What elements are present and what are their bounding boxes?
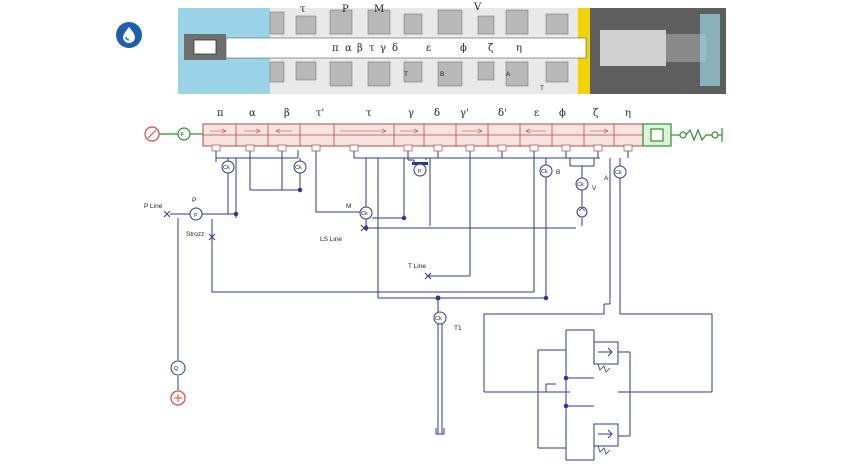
valve-top-label-2: M	[374, 4, 384, 15]
check-valve-1[interactable]: Ck	[221, 160, 235, 174]
chamber-label-2: β	[284, 108, 290, 119]
t1-label: T1	[454, 325, 462, 332]
valve-mid-label-9: η	[516, 43, 522, 54]
svg-text:Ck: Ck	[223, 165, 230, 171]
left-input-components: F	[144, 126, 203, 142]
spool-chamber-chain	[202, 123, 644, 152]
relief-valve-upper[interactable]	[593, 341, 619, 373]
right-housing	[700, 14, 720, 86]
valve-bottom-label-1: B	[440, 71, 444, 78]
check-valve-a[interactable]: Ck	[613, 165, 627, 179]
valve-mid-label-5: δ	[392, 43, 398, 54]
strozz-marker	[208, 233, 216, 241]
valve-top-label-3: V	[473, 2, 482, 13]
check-valve-2[interactable]: Ck	[293, 160, 307, 174]
left-plug	[193, 39, 217, 55]
t-line-marker	[424, 272, 432, 280]
chamber-label-9: ε	[534, 108, 539, 119]
chamber-label-4: τ	[366, 108, 372, 119]
check-valve-t1[interactable]: Ck	[433, 311, 447, 325]
chamber-label-12: η	[625, 108, 631, 119]
valve-mid-label-0: π	[332, 43, 339, 54]
strozz-label: Strozz	[186, 231, 204, 238]
right-spring-assembly	[642, 123, 723, 147]
b-label: B	[556, 169, 560, 176]
chamber-label-6: δ	[434, 108, 440, 119]
check-valve-m[interactable]: Ck	[359, 206, 373, 220]
svg-text:p: p	[194, 212, 197, 218]
svg-text:Ck: Ck	[615, 170, 622, 176]
svg-text:Ck: Ck	[541, 169, 548, 175]
svg-text:F: F	[181, 132, 185, 138]
spool-shaft	[225, 37, 587, 59]
svg-text:Ck: Ck	[577, 182, 584, 188]
svg-text:Q: Q	[174, 366, 179, 372]
svg-text:p: p	[418, 168, 421, 174]
valve-top-label-0: τ	[300, 4, 306, 15]
chamber-label-1: α	[249, 108, 256, 119]
svg-text:Ck: Ck	[435, 316, 442, 322]
valve-mid-label-4: γ	[380, 43, 386, 54]
ls-line-label: LS Line	[320, 236, 342, 243]
svg-text:Ck: Ck	[361, 211, 368, 217]
chamber-dividers	[235, 124, 615, 146]
relief-valve-lower[interactable]	[593, 423, 619, 455]
p-line-marker	[163, 210, 171, 218]
actuator-piston	[600, 30, 666, 66]
valve-mid-label-7: ϕ	[460, 43, 467, 54]
valve-bottom-label-0: T	[404, 71, 408, 78]
schematic-labels: P Line P Strozz M LS Line T Line T1 B V …	[144, 169, 609, 332]
p-line-label: P Line	[144, 203, 163, 210]
pipe-network	[170, 150, 713, 461]
svg-text:Ck: Ck	[295, 165, 302, 171]
chamber-arrows	[210, 128, 609, 134]
spool-lands-upper	[269, 9, 569, 35]
valve-mid-label-6: ε	[426, 43, 431, 54]
pressure-sensors: p p Q	[170, 162, 588, 406]
pump-icon[interactable]	[170, 390, 186, 406]
valve-mid-label-1: α	[345, 43, 352, 54]
valve-top-label-1: P	[342, 4, 349, 15]
check-valve-v[interactable]: Ck	[575, 177, 589, 191]
valve-mid-label-3: τ	[369, 43, 375, 54]
actuator-core	[666, 34, 706, 62]
check-valve-b[interactable]: Ck	[539, 164, 553, 178]
chamber-labels: π α β τ' τ γ δ γ' δ' ε ϕ ζ η	[217, 108, 631, 119]
valve-cross-section: τ P M V π α β τ γ δ ε ϕ ζ η T B A T	[178, 2, 726, 94]
chamber-label-5: γ	[408, 108, 414, 119]
spring-icon	[685, 128, 712, 142]
p-label: P	[192, 197, 196, 204]
t-line-label: T Line	[408, 263, 426, 270]
chamber-label-11: ζ	[593, 108, 599, 119]
check-valves: Ck Ck Ck Ck Ck Ck	[221, 160, 627, 325]
chamber-label-8: δ'	[498, 108, 507, 119]
valve-mid-label-2: β	[357, 43, 363, 54]
m-label: M	[346, 203, 351, 210]
pressure-sensor-p[interactable]: p	[189, 207, 203, 221]
valve-bottom-label-3: T	[540, 85, 544, 92]
chamber-label-0: π	[217, 108, 224, 119]
chamber-label-3: τ'	[316, 108, 324, 119]
a-label: A	[604, 175, 609, 182]
pressure-sensor-v[interactable]	[576, 204, 588, 218]
spool-lands-lower	[269, 61, 569, 87]
drop-glyph	[123, 27, 135, 43]
valve-mid-label-8: ζ	[488, 43, 494, 54]
water-drop-icon[interactable]	[116, 22, 142, 48]
chamber-label-10: ϕ	[559, 108, 566, 119]
valve-bottom-label-2: A	[506, 71, 511, 78]
v-label: V	[592, 185, 597, 192]
flow-sensor-pline[interactable]: Q	[170, 360, 186, 376]
pressure-sensor-mid[interactable]: p	[412, 162, 428, 177]
node-markers	[163, 187, 569, 409]
chamber-label-7: γ'	[460, 108, 469, 119]
